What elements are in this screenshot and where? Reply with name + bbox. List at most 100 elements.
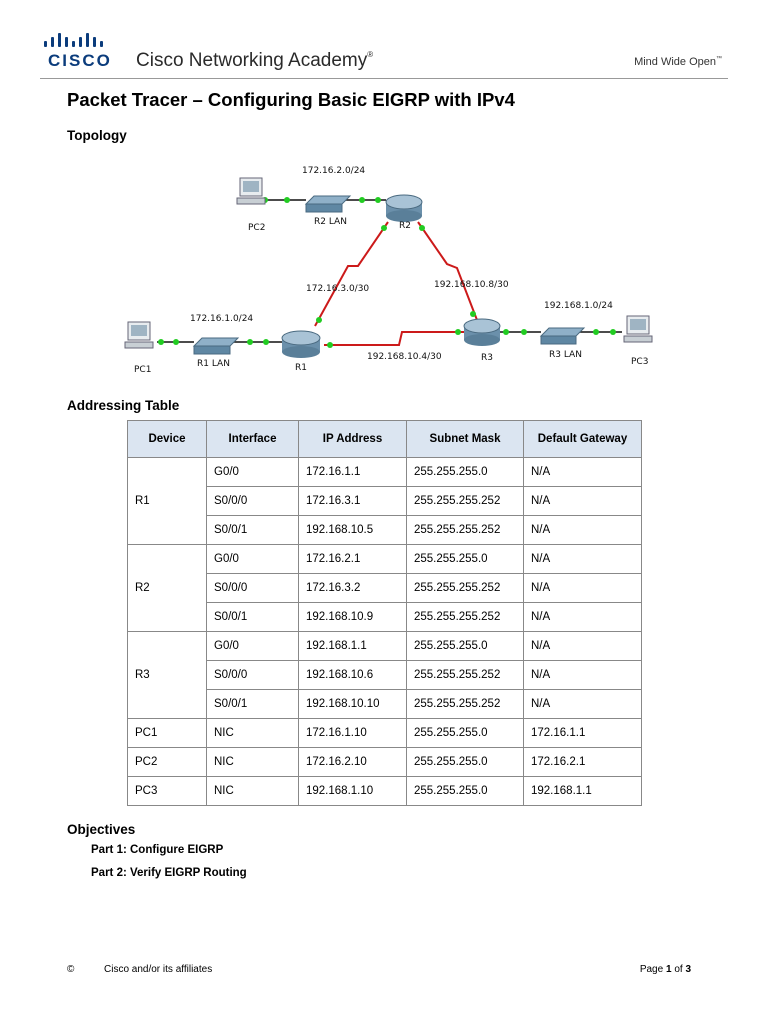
cell-interface: NIC (206, 747, 299, 777)
cell-ip-address: 172.16.2.10 (298, 747, 407, 777)
serial-links (314, 221, 478, 346)
page-of: of (674, 964, 683, 975)
cisco-wordmark: CISCO (48, 51, 112, 70)
section-heading-addressing: Addressing Table (67, 398, 180, 413)
column-header-ip: IP Address (298, 420, 407, 458)
label-sw1: R1 LAN (197, 359, 230, 369)
cell-ip-address: 192.168.1.1 (298, 631, 407, 661)
cell-default-gateway: 172.16.2.1 (523, 747, 642, 777)
addressing-table: Device Interface IP Address Subnet Mask … (127, 420, 642, 806)
cell-subnet-mask: 255.255.255.0 (406, 544, 524, 574)
cell-default-gateway: 192.168.1.1 (523, 776, 642, 806)
cell-device: PC3 (127, 776, 207, 806)
cell-default-gateway: N/A (523, 660, 642, 690)
cell-default-gateway: 172.16.1.1 (523, 718, 642, 748)
cell-subnet-mask: 255.255.255.0 (406, 776, 524, 806)
cell-ip-address: 172.16.2.1 (298, 544, 407, 574)
cell-ip-address: 192.168.1.10 (298, 776, 407, 806)
router-r2-icon (385, 194, 423, 222)
section-heading-topology: Topology (67, 128, 127, 143)
registered-mark: ® (367, 50, 374, 59)
cell-ip-address: 192.168.10.9 (298, 602, 407, 632)
cell-device: PC1 (127, 718, 207, 748)
cell-interface: S0/0/0 (206, 573, 299, 603)
cell-default-gateway: N/A (523, 486, 642, 516)
cell-subnet-mask: 255.255.255.252 (406, 660, 524, 690)
label-pc1: PC1 (134, 365, 151, 375)
footer-copyright-symbol: © (67, 964, 75, 975)
label-net-r1-lan: 172.16.1.0/24 (190, 314, 253, 324)
switch-r2-lan-icon (304, 195, 352, 213)
cell-ip-address: 192.168.10.5 (298, 515, 407, 545)
label-sw3: R3 LAN (549, 350, 582, 360)
cell-interface: NIC (206, 718, 299, 748)
page-header: CISCO Cisco Networking Academy® Mind Wid… (0, 0, 768, 82)
cell-subnet-mask: 255.255.255.0 (406, 718, 524, 748)
column-header-gateway: Default Gateway (523, 420, 642, 458)
label-net-r3-lan: 192.168.1.0/24 (544, 301, 613, 311)
page-total: 3 (685, 964, 691, 975)
objective-part-2: Part 2: Verify EIGRP Routing (91, 867, 247, 879)
label-net-r2-lan: 172.16.2.0/24 (302, 166, 365, 176)
column-header-interface: Interface (206, 420, 299, 458)
cell-interface: G0/0 (206, 544, 299, 574)
label-net-r1-r3: 192.168.10.4/30 (367, 352, 442, 362)
cell-subnet-mask: 255.255.255.0 (406, 747, 524, 777)
cell-default-gateway: N/A (523, 689, 642, 719)
label-net-r2-r3: 192.168.10.8/30 (434, 280, 509, 290)
cell-default-gateway: N/A (523, 515, 642, 545)
page-title: Packet Tracer – Configuring Basic EIGRP … (67, 89, 515, 110)
label-net-r1-r2: 172.16.3.0/30 (306, 284, 369, 294)
cell-default-gateway: N/A (523, 573, 642, 603)
section-heading-objectives: Objectives (67, 822, 136, 837)
cell-interface: NIC (206, 776, 299, 806)
cell-ip-address: 172.16.1.10 (298, 718, 407, 748)
cell-interface: G0/0 (206, 631, 299, 661)
cisco-logo-bars-icon (44, 33, 103, 47)
label-r1: R1 (295, 363, 307, 373)
switch-r1-lan-icon (192, 337, 240, 355)
cell-interface: G0/0 (206, 457, 299, 487)
cell-interface: S0/0/1 (206, 515, 299, 545)
tagline: Mind Wide Open™ (634, 56, 722, 68)
cell-interface: S0/0/1 (206, 602, 299, 632)
footer-page-number: Page 1 of 3 (640, 964, 691, 975)
cell-default-gateway: N/A (523, 457, 642, 487)
label-pc2: PC2 (248, 223, 265, 233)
cell-ip-address: 172.16.1.1 (298, 457, 407, 487)
cell-ip-address: 172.16.3.1 (298, 486, 407, 516)
link-status-dots (158, 197, 616, 348)
cell-ip-address: 192.168.10.6 (298, 660, 407, 690)
cell-subnet-mask: 255.255.255.252 (406, 689, 524, 719)
cell-subnet-mask: 255.255.255.0 (406, 457, 524, 487)
academy-title-text: Cisco Networking Academy (136, 50, 368, 71)
cell-default-gateway: N/A (523, 602, 642, 632)
label-pc3: PC3 (631, 357, 648, 367)
header-divider (40, 78, 728, 79)
pc3-icon (623, 315, 653, 343)
cell-interface: S0/0/0 (206, 486, 299, 516)
pc2-icon (236, 177, 266, 205)
footer-affiliates: Cisco and/or its affiliates (104, 964, 213, 975)
cell-subnet-mask: 255.255.255.252 (406, 573, 524, 603)
table-header-row: Device Interface IP Address Subnet Mask … (127, 420, 642, 458)
page-word: Page (639, 964, 664, 975)
router-r1-icon (281, 330, 321, 358)
objective-part-1: Part 1: Configure EIGRP (91, 844, 224, 856)
pc1-icon (124, 321, 154, 349)
cell-device: PC2 (127, 747, 207, 777)
cell-subnet-mask: 255.255.255.252 (406, 486, 524, 516)
trademark-mark: ™ (716, 56, 722, 62)
cell-subnet-mask: 255.255.255.0 (406, 631, 524, 661)
cell-ip-address: 172.16.3.2 (298, 573, 407, 603)
cell-interface: S0/0/0 (206, 660, 299, 690)
